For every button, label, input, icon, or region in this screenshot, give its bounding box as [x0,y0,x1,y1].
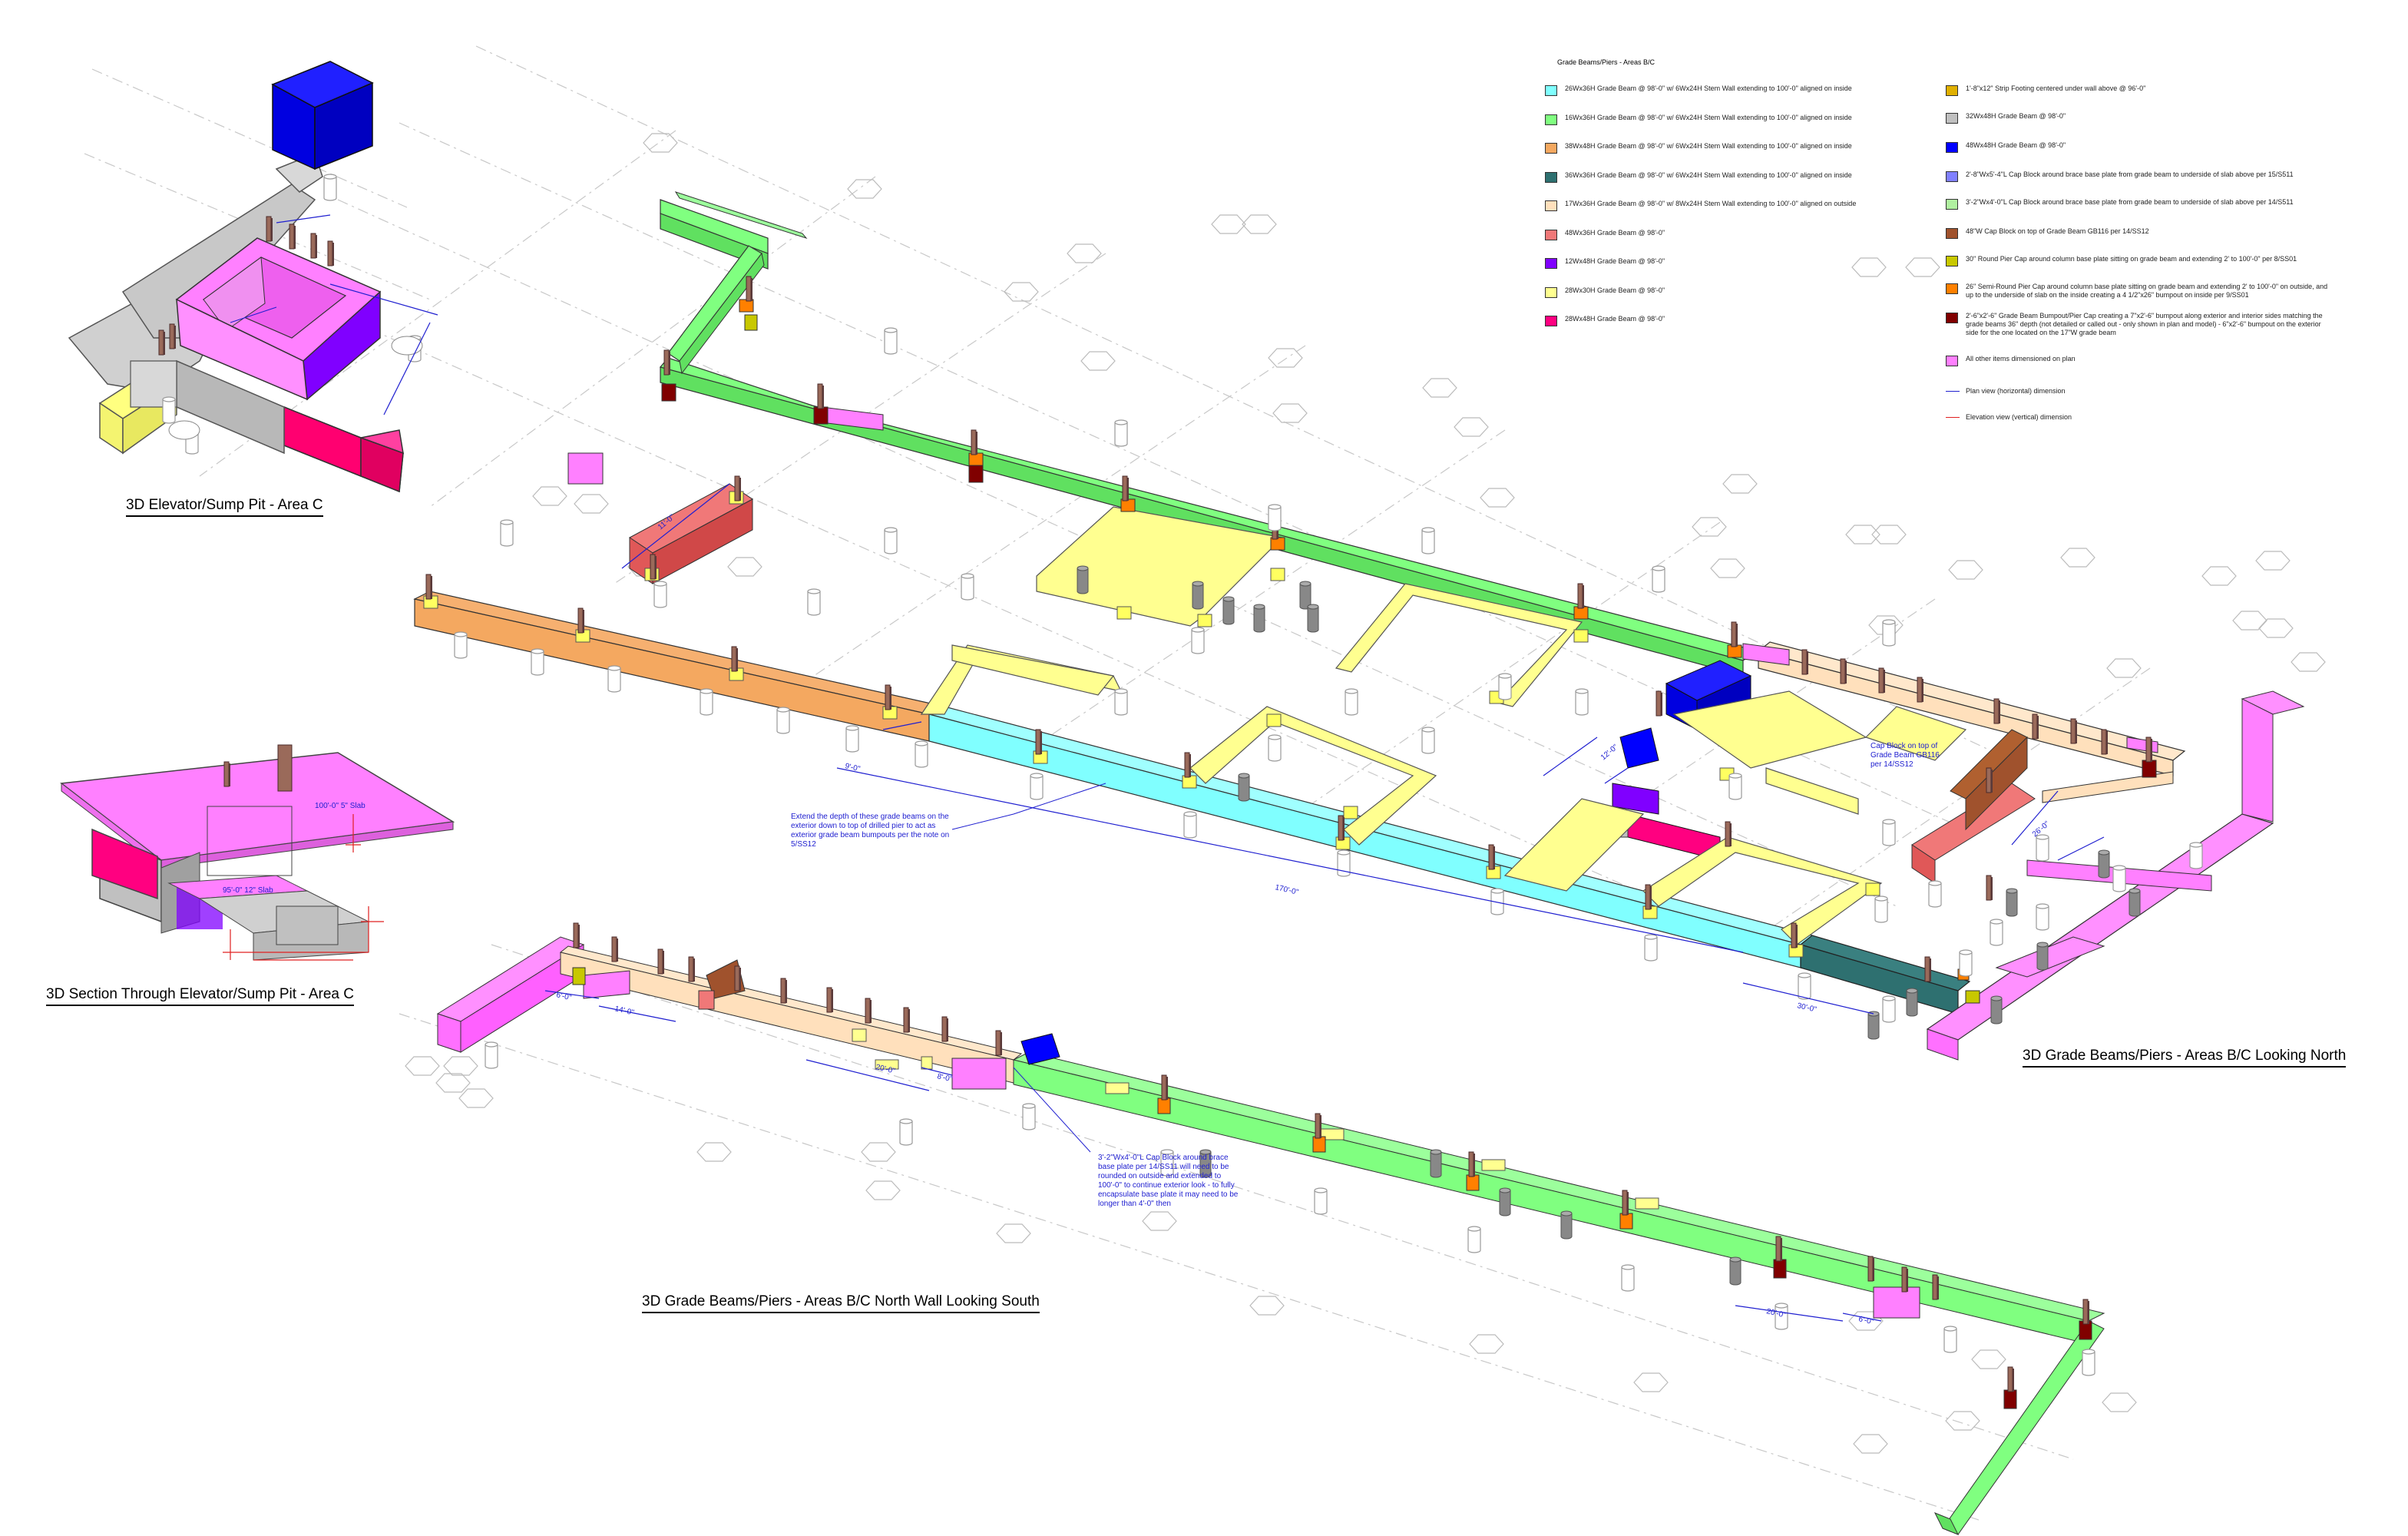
legend-swatch [1946,171,1958,182]
legend-swatch [1946,256,1958,266]
legend-swatch [1545,114,1557,125]
title-elevator-pit: 3D Elevator/Sump Pit - Area C [126,497,323,517]
title-looking-north: 3D Grade Beams/Piers - Areas B/C Looking… [2023,1048,2347,1068]
slab-95-label: 95'-0" 12" Slab [223,886,273,895]
legend-swatch [1545,200,1557,211]
legend-swatch [1946,85,1958,96]
legend-swatch [1946,142,1958,153]
dim-170: 170'-0" [1274,883,1299,897]
legend-label: 1'-8"x12" Strip Footing centered under w… [1966,84,2146,92]
title-section: 3D Section Through Elevator/Sump Pit - A… [46,986,354,1006]
legend-label: 26" Semi-Round Pier Cap around column ba… [1966,283,2328,299]
legend-swatch [1545,143,1557,154]
legend-label: 28Wx30H Grade Beam @ 98'-0" [1565,286,1665,294]
legend-swatch [1946,283,1958,294]
legend-label: 16Wx36H Grade Beam @ 98'-0" w/ 6Wx24H St… [1565,113,1852,121]
legend-heading: Grade Beams/Piers - Areas B/C [1557,58,1656,66]
dim-6: 6'-0" [555,991,572,1002]
south-model [436,922,2105,1535]
note-brace: 3'-2"Wx4'-0"L Cap Block around brace bas… [1098,1154,1239,1208]
legend-swatch [1946,313,1958,323]
legend-swatch [1545,286,1557,298]
legend-label: 3'-2"Wx4'-0"L Cap Block around brace bas… [1966,198,2294,206]
legend-swatch [1946,356,1958,366]
legend-label: 12Wx48H Grade Beam @ 98'-0" [1565,257,1665,265]
dim-8: 8'-0" [936,1072,953,1084]
legend-label: 2'-8"Wx5'-4"L Cap Block around brace bas… [1966,170,2294,178]
note-extend-depth: Extend the depth of these grade beams on… [791,813,950,849]
legend-label: 48Wx36H Grade Beam @ 98'-0" [1565,228,1665,237]
legend-swatch [1545,316,1557,326]
north-model [413,191,2305,1061]
dim-9: 9'-0" [844,762,861,773]
dim-6-b: 6'-0" [1857,1315,1874,1326]
dim-30: 30'-0" [1796,1001,1818,1015]
legend-label: Plan view (horizontal) dimension [1966,387,2066,395]
legend-label: 36Wx36H Grade Beam @ 98'-0" w/ 6Wx24H St… [1565,170,1852,179]
section-model [60,744,455,961]
legend-label: 48"W Cap Block on top of Grade Beam GB11… [1966,227,2149,235]
dimension-line-icon [1946,391,1960,392]
legend-label: All other items dimensioned on plan [1966,355,2076,362]
legend-label: 2'-6"x2'-6" Grade Beam Bumpout/Pier Cap … [1966,312,2323,336]
title-looking-south: 3D Grade Beams/Piers - Areas B/C North W… [642,1293,1040,1313]
legend-label: 26Wx36H Grade Beam @ 98'-0" w/ 6Wx24H St… [1565,84,1852,92]
legend-swatch [1946,113,1958,124]
dim-14: 14'-0" [614,1005,635,1018]
legend-swatch [1545,171,1557,183]
legend-label: 48Wx48H Grade Beam @ 98'-0" [1966,141,2066,149]
note-cap-block: Cap Block on top of Grade Beam GB116 per… [1871,742,1940,769]
legend-label: 30" Round Pier Cap around column base pl… [1966,255,2297,263]
legend-swatch [1946,199,1958,210]
legend-swatch [1545,258,1557,269]
legend-label: 17Wx36H Grade Beam @ 98'-0" w/ 8Wx24H St… [1565,200,1857,207]
legend-label: 38Wx48H Grade Beam @ 98'-0" w/ 6Wx24H St… [1565,142,1852,150]
elevator-pit-model [68,61,438,493]
legend-label: 28Wx48H Grade Beam @ 98'-0" [1565,315,1665,323]
legend-label: Elevation view (vertical) dimension [1966,413,2072,421]
legend-swatch [1545,229,1557,240]
dim-12: 12'-0" [1599,743,1620,762]
legend-label: 32Wx48H Grade Beam @ 98'-0" [1966,112,2066,120]
legend-swatch [1946,228,1958,239]
dimension-line-icon [1946,417,1960,418]
slab-100-label: 100'-0" 5" Slab [315,802,366,810]
legend-swatch [1545,85,1557,96]
